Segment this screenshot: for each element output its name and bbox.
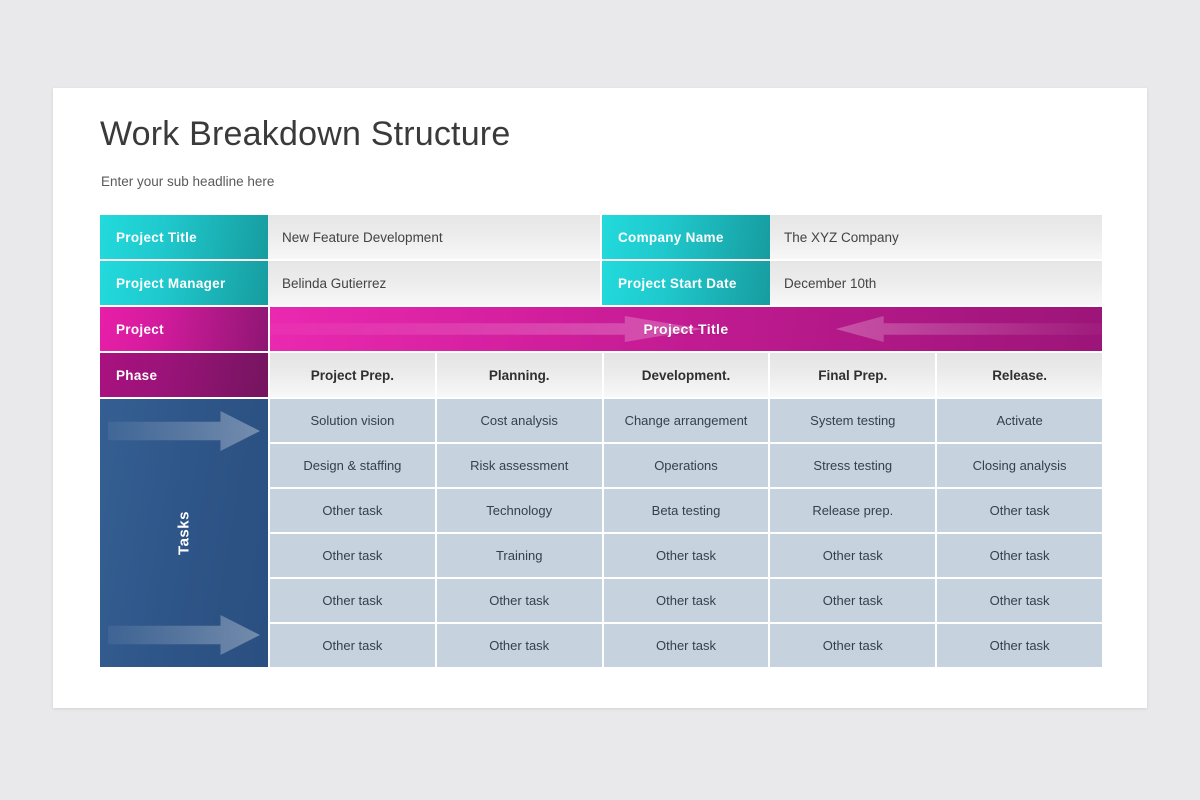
task-cell[interactable]: Other task <box>770 534 936 577</box>
tasks-block: Tasks Solution vision Cost analysis Chan… <box>100 399 1102 667</box>
project-manager-value[interactable]: Belinda Gutierrez <box>268 261 600 305</box>
slide-card: Work Breakdown Structure Enter your sub … <box>53 88 1147 708</box>
tasks-sidebar: Tasks <box>100 399 268 667</box>
project-start-date-label: Project Start Date <box>602 261 770 305</box>
task-cell[interactable]: Solution vision <box>270 399 435 442</box>
task-cell[interactable]: Release prep. <box>770 489 936 532</box>
table-row: Other task Training Other task Other tas… <box>270 534 1102 577</box>
wbs-table: Project Title New Feature Development Co… <box>100 215 1102 667</box>
page-title: Work Breakdown Structure <box>100 115 511 153</box>
arrow-right-icon-top <box>108 411 260 451</box>
company-name-value[interactable]: The XYZ Company <box>770 215 1102 259</box>
task-cell[interactable]: Other task <box>436 624 602 667</box>
task-cell[interactable]: Other task <box>937 624 1102 667</box>
task-cell[interactable]: Activate <box>937 399 1102 442</box>
arrow-right-icon <box>270 316 703 342</box>
task-cell[interactable]: Technology <box>436 489 602 532</box>
table-row: Design & staffing Risk assessment Operat… <box>270 444 1102 487</box>
task-cell[interactable]: Other task <box>436 579 602 622</box>
task-cell[interactable]: Other task <box>770 624 936 667</box>
phase-column-5[interactable]: Release. <box>937 353 1102 397</box>
table-row: Other task Technology Beta testing Relea… <box>270 489 1102 532</box>
phase-column-3[interactable]: Development. <box>603 353 769 397</box>
task-cell[interactable]: Cost analysis <box>436 399 602 442</box>
table-row: Other task Other task Other task Other t… <box>270 624 1102 667</box>
task-cell[interactable]: Other task <box>937 489 1102 532</box>
task-cell[interactable]: Other task <box>770 579 936 622</box>
phase-column-1[interactable]: Project Prep. <box>270 353 435 397</box>
task-cell[interactable]: Other task <box>270 534 435 577</box>
project-title-value[interactable]: New Feature Development <box>268 215 600 259</box>
project-start-date-value[interactable]: December 10th <box>770 261 1102 305</box>
arrow-right-icon-bottom <box>108 615 260 655</box>
page-subtitle: Enter your sub headline here <box>101 174 275 189</box>
project-title-label: Project Title <box>100 215 268 259</box>
task-cell[interactable]: Other task <box>603 579 769 622</box>
phase-column-2[interactable]: Planning. <box>436 353 602 397</box>
task-cell[interactable]: Design & staffing <box>270 444 435 487</box>
project-band-caption: Project Title <box>643 321 729 337</box>
tasks-label: Tasks <box>175 511 193 555</box>
task-cell[interactable]: Stress testing <box>770 444 936 487</box>
phase-label: Phase <box>100 353 268 397</box>
task-cell[interactable]: Change arrangement <box>603 399 769 442</box>
task-cell[interactable]: Other task <box>270 489 435 532</box>
task-cell[interactable]: Other task <box>270 579 435 622</box>
project-band: Project Title <box>270 307 1102 351</box>
project-band-row: Project Project Title <box>100 307 1102 351</box>
task-cell[interactable]: Closing analysis <box>937 444 1102 487</box>
task-cell[interactable]: Training <box>436 534 602 577</box>
project-manager-label: Project Manager <box>100 261 268 305</box>
phase-column-4[interactable]: Final Prep. <box>770 353 936 397</box>
task-cell[interactable]: Other task <box>603 624 769 667</box>
table-row: Solution vision Cost analysis Change arr… <box>270 399 1102 442</box>
phase-header-row: Phase Project Prep. Planning. Developmen… <box>100 353 1102 397</box>
project-label: Project <box>100 307 268 351</box>
tasks-grid: Solution vision Cost analysis Change arr… <box>270 399 1102 667</box>
task-cell[interactable]: Beta testing <box>603 489 769 532</box>
arrow-left-icon <box>835 316 1102 342</box>
info-row-2: Project Manager Belinda Gutierrez Projec… <box>100 261 1102 305</box>
task-cell[interactable]: Other task <box>937 534 1102 577</box>
task-cell[interactable]: Other task <box>937 579 1102 622</box>
task-cell[interactable]: Operations <box>603 444 769 487</box>
company-name-label: Company Name <box>602 215 770 259</box>
task-cell[interactable]: Risk assessment <box>436 444 602 487</box>
info-row-1: Project Title New Feature Development Co… <box>100 215 1102 259</box>
task-cell[interactable]: Other task <box>603 534 769 577</box>
task-cell[interactable]: System testing <box>770 399 936 442</box>
task-cell[interactable]: Other task <box>270 624 435 667</box>
table-row: Other task Other task Other task Other t… <box>270 579 1102 622</box>
